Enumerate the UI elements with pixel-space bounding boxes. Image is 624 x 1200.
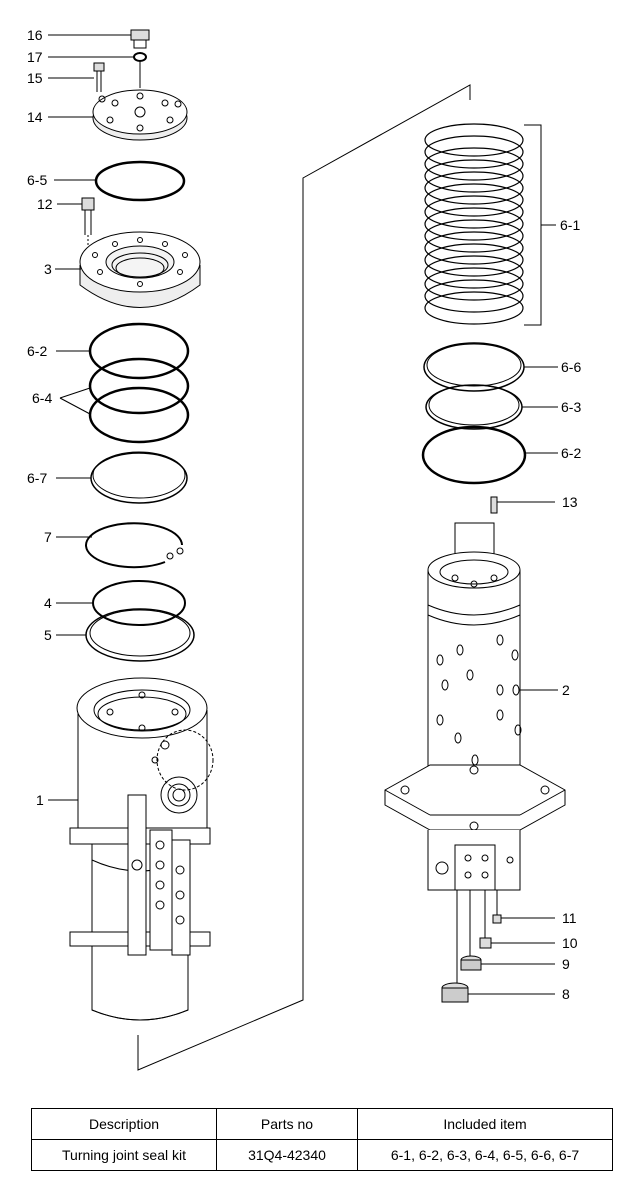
part-plug-11 [492, 914, 502, 924]
table-row: Turning joint seal kit 31Q4-42340 6-1, 6… [31, 1139, 613, 1171]
label-8: 8 [562, 986, 570, 1002]
part-seal-4 [92, 580, 186, 626]
header-parts-no: Parts no [216, 1108, 358, 1140]
part-plug-9 [460, 955, 482, 971]
label-6-1: 6-1 [560, 217, 580, 233]
label-3: 3 [44, 261, 52, 277]
label-2: 2 [562, 682, 570, 698]
header-included-item: Included item [357, 1108, 613, 1140]
exploded-parts-diagram: 16 17 15 14 6-5 12 3 6-2 6-4 6-7 7 4 5 1… [27, 27, 581, 1071]
part-seal-6-2-left [88, 322, 190, 380]
part-plug-10 [479, 937, 492, 949]
label-9: 9 [562, 956, 570, 972]
cell-included-item: 6-1, 6-2, 6-3, 6-4, 6-5, 6-6, 6-7 [357, 1139, 613, 1171]
assembly-guide-lines [137, 84, 471, 1071]
part-ring-6-6 [423, 342, 525, 392]
part-ring-6-7 [90, 451, 188, 504]
label-7: 7 [44, 529, 52, 545]
label-1: 1 [36, 792, 44, 808]
label-11: 11 [562, 910, 577, 926]
label-5: 5 [44, 627, 52, 643]
part-seal-stack-6-1 [424, 123, 524, 325]
callout-labels: 16 17 15 14 6-5 12 3 6-2 6-4 6-7 7 4 5 1… [27, 27, 581, 1002]
part-oring-6-5 [94, 160, 186, 202]
label-4: 4 [44, 595, 52, 611]
label-10: 10 [562, 935, 578, 951]
cell-parts-no: 31Q4-42340 [216, 1139, 358, 1171]
label-6-5: 6-5 [27, 172, 47, 188]
part-snap-ring-7 [85, 522, 184, 569]
part-seal-6-2-right [421, 425, 527, 485]
part-bolt-15 [93, 62, 105, 92]
seal-kit-table: Description Parts no Included item Turni… [31, 1108, 613, 1171]
part-cover-14 [92, 89, 188, 141]
header-description: Description [31, 1108, 217, 1140]
part-seal-6-4-lower [88, 386, 190, 444]
part-seal-6-4-upper [88, 357, 190, 415]
label-6-6: 6-6 [561, 359, 581, 375]
label-14: 14 [27, 109, 43, 125]
part-shaft-2 [384, 551, 566, 985]
label-17: 17 [27, 49, 43, 65]
label-6-2-left: 6-2 [27, 343, 47, 359]
label-6-7: 6-7 [27, 470, 47, 486]
part-plug-8 [441, 982, 469, 1003]
part-seal-5 [85, 608, 195, 662]
bracket-6-1 [524, 124, 542, 326]
part-pin-13 [490, 496, 498, 514]
cell-description: Turning joint seal kit [31, 1139, 217, 1171]
label-6-2-right: 6-2 [561, 445, 581, 461]
part-plug-16 [130, 29, 150, 49]
label-13: 13 [562, 494, 578, 510]
part-flange-3 [79, 231, 201, 308]
label-12: 12 [37, 196, 53, 212]
leader-lines [48, 34, 558, 995]
part-oring-17 [133, 52, 147, 62]
label-16: 16 [27, 27, 43, 43]
part-body-1 [69, 677, 214, 1021]
table-header-row: Description Parts no Included item [31, 1108, 613, 1140]
label-6-3: 6-3 [561, 399, 581, 415]
label-15: 15 [27, 70, 43, 86]
label-6-4: 6-4 [32, 390, 52, 406]
